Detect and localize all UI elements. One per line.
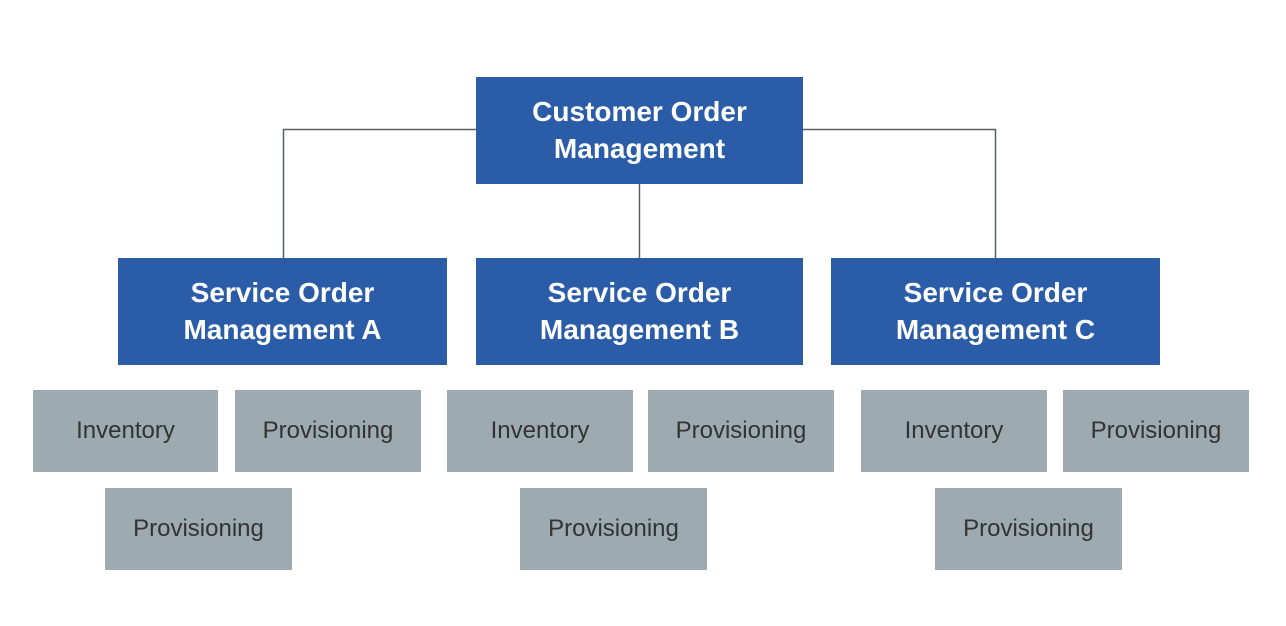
node-service-order-management-b-label: Service Order Management B bbox=[539, 276, 740, 345]
node-service-order-management-c: Service Order Management C bbox=[831, 258, 1160, 365]
node-provisioning-c1: Provisioning bbox=[1063, 390, 1249, 472]
node-provisioning-c2: Provisioning bbox=[935, 488, 1122, 570]
node-inventory-a: Inventory bbox=[33, 390, 218, 472]
node-customer-order-management-label: Customer Order Management bbox=[532, 95, 747, 164]
node-provisioning-b2: Provisioning bbox=[520, 488, 707, 570]
node-inventory-a-label: Inventory bbox=[76, 416, 175, 444]
node-provisioning-a2-label: Provisioning bbox=[133, 514, 264, 542]
node-inventory-b: Inventory bbox=[447, 390, 633, 472]
node-service-order-management-a-label: Service Order Management A bbox=[183, 276, 382, 345]
node-service-order-management-c-label: Service Order Management C bbox=[895, 276, 1096, 345]
node-provisioning-b2-label: Provisioning bbox=[548, 514, 679, 542]
node-service-order-management-a: Service Order Management A bbox=[118, 258, 447, 365]
node-provisioning-a1-label: Provisioning bbox=[262, 416, 394, 444]
connector-root-to-som-a bbox=[282, 128, 476, 258]
node-provisioning-b1: Provisioning bbox=[648, 390, 834, 472]
node-provisioning-b1-label: Provisioning bbox=[675, 416, 807, 444]
node-inventory-c: Inventory bbox=[861, 390, 1047, 472]
node-provisioning-a1: Provisioning bbox=[235, 390, 421, 472]
node-customer-order-management: Customer Order Management bbox=[476, 77, 803, 184]
node-inventory-c-label: Inventory bbox=[904, 416, 1004, 444]
node-provisioning-a2: Provisioning bbox=[105, 488, 292, 570]
node-provisioning-c2-label: Provisioning bbox=[963, 514, 1094, 542]
node-service-order-management-b: Service Order Management B bbox=[476, 258, 803, 365]
connector-root-to-som-c bbox=[803, 128, 997, 258]
node-inventory-b-label: Inventory bbox=[490, 416, 590, 444]
node-provisioning-c1-label: Provisioning bbox=[1090, 416, 1222, 444]
